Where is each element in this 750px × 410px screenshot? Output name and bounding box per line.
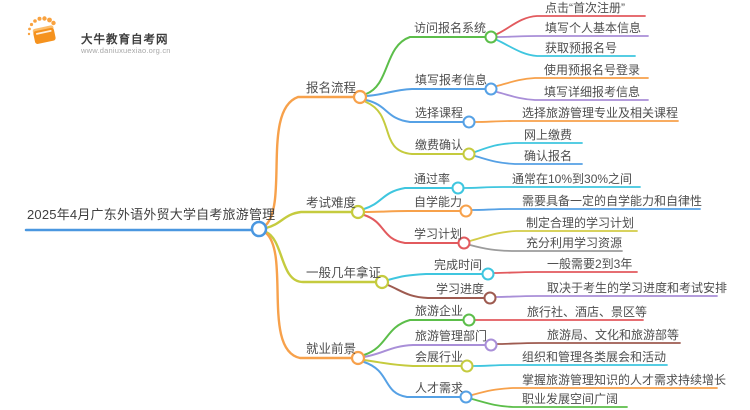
node-payment-confirmation[interactable]: 缴费确认 bbox=[415, 138, 464, 152]
leaf-confirm-registration[interactable]: 确认报名 bbox=[524, 149, 573, 163]
node-completion-time[interactable]: 完成时间 bbox=[434, 258, 483, 272]
branch-exam-difficulty[interactable]: 考试难度 bbox=[306, 196, 357, 210]
leaf-organize-exhibitions[interactable]: 组织和管理各类展会和活动 bbox=[522, 350, 667, 364]
leaf-choose-major-courses[interactable]: 选择旅游管理专业及相关课程 bbox=[522, 106, 679, 120]
node-select-courses[interactable]: 选择课程 bbox=[415, 106, 464, 120]
leaf-online-payment[interactable]: 网上缴费 bbox=[524, 128, 573, 142]
site-logo[interactable]: 大牛教育自考网 www.daniuxuexiao.org.cn bbox=[24, 12, 214, 55]
leaf-two-to-three-years[interactable]: 一般需要2到3年 bbox=[547, 257, 633, 271]
branch-registration-process[interactable]: 报名流程 bbox=[306, 81, 357, 95]
leaf-get-preregistration-no[interactable]: 获取预报名号 bbox=[545, 41, 618, 55]
leaf-travel-agencies-hotels[interactable]: 旅行社、酒店、景区等 bbox=[527, 305, 648, 319]
site-logo-title: 大牛教育自考网 bbox=[81, 34, 169, 46]
site-logo-url: www.daniuxuexiao.org.cn bbox=[81, 46, 171, 55]
leaf-need-self-discipline[interactable]: 需要具备一定的自学能力和自律性 bbox=[522, 194, 703, 208]
node-self-study-ability[interactable]: 自学能力 bbox=[414, 195, 463, 209]
branch-employment-prospects[interactable]: 就业前景 bbox=[306, 342, 357, 356]
node-tourism-admin-departments[interactable]: 旅游管理部门 bbox=[415, 329, 488, 343]
leaf-login-with-prereg-no[interactable]: 使用预报名号登录 bbox=[544, 63, 641, 77]
leaf-click-first-register[interactable]: 点击“首次注册” bbox=[545, 1, 625, 15]
node-exhibition-industry[interactable]: 会展行业 bbox=[415, 350, 464, 364]
branch-years-to-certificate[interactable]: 一般几年拿证 bbox=[306, 266, 382, 280]
node-visit-registration-system[interactable]: 访问报名系统 bbox=[414, 21, 487, 35]
leaf-use-learning-resources[interactable]: 充分利用学习资源 bbox=[526, 236, 623, 250]
leaf-fill-detailed-info[interactable]: 填写详细报考信息 bbox=[544, 85, 641, 99]
node-study-progress[interactable]: 学习进度 bbox=[436, 282, 485, 296]
leaf-pass-rate-range[interactable]: 通常在10%到30%之间 bbox=[512, 172, 633, 186]
leaf-make-study-plan[interactable]: 制定合理的学习计划 bbox=[526, 216, 635, 230]
leaf-tourism-bureau-ministry[interactable]: 旅游局、文化和旅游部等 bbox=[547, 328, 680, 342]
node-pass-rate[interactable]: 通过率 bbox=[414, 172, 451, 186]
node-study-plan[interactable]: 学习计划 bbox=[414, 227, 463, 241]
node-tourism-enterprises[interactable]: 旅游企业 bbox=[415, 304, 464, 318]
book-sunburst-icon bbox=[27, 16, 56, 44]
leaf-talent-demand-growing[interactable]: 掌握旅游管理知识的人才需求持续增长 bbox=[522, 373, 727, 387]
leaf-broad-career-space[interactable]: 职业发展空间广阔 bbox=[522, 392, 619, 406]
node-fill-exam-info[interactable]: 填写报考信息 bbox=[415, 73, 488, 87]
leaf-depends-on-progress[interactable]: 取决于考生的学习进度和考试安排 bbox=[547, 281, 728, 295]
root-topic[interactable]: 2025年4月广东外语外贸大学自考旅游管理 bbox=[27, 207, 276, 222]
node-talent-demand[interactable]: 人才需求 bbox=[415, 381, 464, 395]
leaf-fill-basic-info[interactable]: 填写个人基本信息 bbox=[545, 21, 642, 35]
